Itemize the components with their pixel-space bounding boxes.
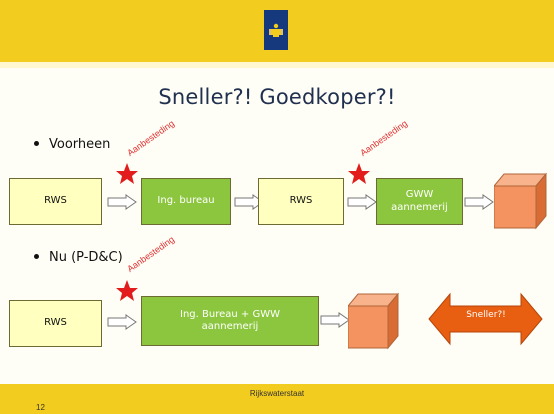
tender-label-3: Aanbesteding bbox=[125, 234, 177, 274]
faster-label: Sneller?! bbox=[466, 310, 506, 320]
cube-icon bbox=[348, 292, 400, 350]
arrow-icon bbox=[107, 314, 137, 330]
box-engineering-bureau: Ing. bureau bbox=[141, 178, 231, 225]
bullet-dot bbox=[34, 141, 39, 146]
star-icon bbox=[116, 163, 138, 184]
bullet-dot bbox=[34, 254, 39, 259]
box-rws-3: RWS bbox=[9, 300, 102, 347]
box-rws-3-label: RWS bbox=[44, 317, 67, 329]
box-civil-contractor-label: GWW aannemerij bbox=[391, 189, 448, 213]
bullet-now: Nu (P-D&C) bbox=[34, 250, 123, 265]
slide-title: Sneller?! Goedkoper?! bbox=[158, 85, 396, 109]
arrow-icon bbox=[107, 194, 137, 210]
footer-bar bbox=[0, 384, 554, 414]
page-number: 12 bbox=[36, 403, 45, 412]
tender-label-1: Aanbesteding bbox=[125, 118, 177, 158]
box-civil-contractor: GWW aannemerij bbox=[376, 178, 463, 225]
box-engineering-plus-contractor: Ing. Bureau + GWW aannemerij bbox=[141, 296, 319, 346]
box-rws-1: RWS bbox=[9, 178, 102, 225]
star-icon bbox=[348, 163, 370, 184]
bullet-before: Voorheen bbox=[34, 137, 110, 152]
footer-organization: Rijkswaterstaat bbox=[249, 389, 305, 398]
box-engineering-plus-contractor-label: Ing. Bureau + GWW aannemerij bbox=[180, 308, 280, 333]
star-icon bbox=[116, 280, 138, 301]
cube-icon bbox=[494, 172, 548, 230]
box-rws-2-label: RWS bbox=[289, 195, 313, 207]
arrow-icon bbox=[347, 194, 377, 210]
arrow-icon bbox=[464, 194, 494, 210]
arrow-icon bbox=[320, 312, 350, 328]
box-engineering-bureau-label: Ing. bureau bbox=[157, 195, 215, 207]
bullet-before-label: Voorheen bbox=[49, 137, 111, 152]
header-strip bbox=[0, 62, 554, 68]
rijkswaterstaat-logo-icon bbox=[264, 10, 288, 50]
bullet-now-label: Nu (P-D&C) bbox=[49, 250, 123, 265]
box-rws-2: RWS bbox=[258, 178, 344, 225]
double-arrow-icon bbox=[428, 292, 543, 346]
tender-label-2: Aanbesteding bbox=[358, 118, 410, 158]
box-rws-1-label: RWS bbox=[44, 195, 67, 207]
